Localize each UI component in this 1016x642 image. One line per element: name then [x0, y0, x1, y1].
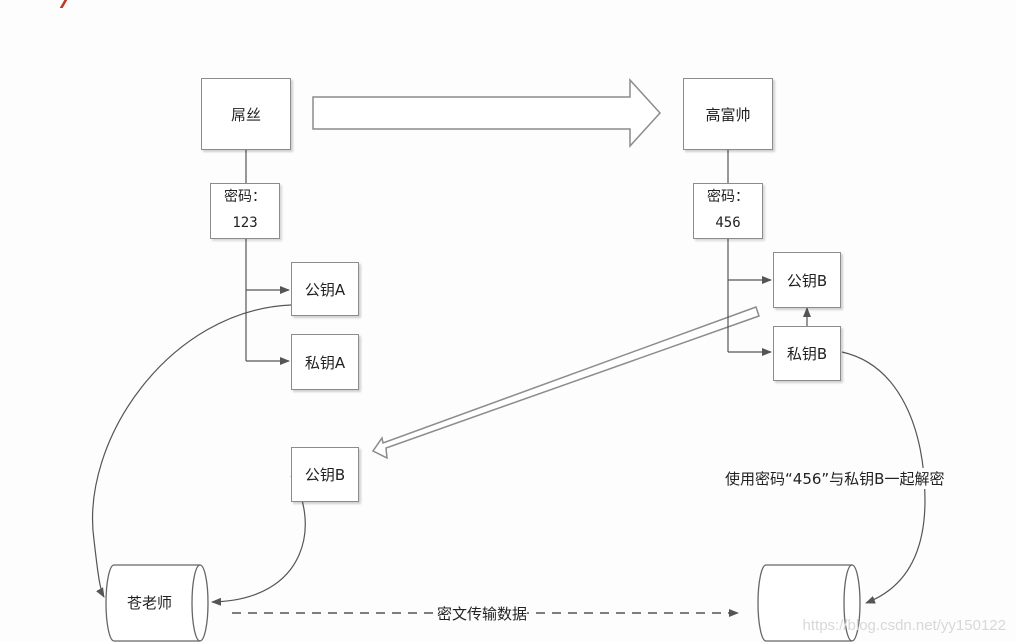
password-value-left: 123	[232, 215, 258, 231]
key-private-b-label: 私钥B	[786, 345, 828, 363]
node-gaofushuai: 高富帅	[683, 78, 773, 150]
key-private-a-label: 私钥A	[304, 353, 346, 372]
key-public-b-right: 公钥B	[773, 252, 841, 308]
transmit-annotation: 密文传输数据	[437, 603, 528, 624]
key-public-b-right-label: 公钥B	[786, 271, 828, 290]
watermark: https://blog.csdn.net/yy150122	[802, 617, 1006, 634]
password-label-left: 密码：	[224, 189, 266, 205]
key-public-a: 公钥A	[291, 262, 359, 316]
key-private-b: 私钥B	[773, 326, 841, 381]
password-box-left: 密码： 123	[210, 183, 280, 239]
cylinder-cang	[105, 564, 209, 642]
transfer-arrow-right	[312, 78, 662, 148]
password-label-right: 密码：	[707, 189, 749, 205]
key-public-a-label: 公钥A	[304, 280, 346, 299]
node-diaosi: 屌丝	[201, 78, 291, 150]
node-diaosi-label: 屌丝	[230, 105, 261, 124]
key-public-b-left-label: 公钥B	[304, 466, 346, 484]
password-value-right: 456	[715, 215, 741, 231]
cylinder-receiver	[757, 564, 861, 642]
key-public-b-left: 公钥B	[291, 447, 359, 502]
curve-private-b-to-cylinder	[841, 351, 926, 604]
transfer-arrow-diagonal	[371, 306, 760, 460]
decrypt-annotation: 使用密码“456”与私钥B一起解密	[725, 468, 945, 489]
password-box-right: 密码： 456	[693, 183, 763, 239]
key-private-a: 私钥A	[291, 334, 359, 390]
node-gaofushuai-label: 高富帅	[705, 105, 751, 124]
cylinder-cang-label: 苍老师	[127, 594, 173, 612]
curve-public-a-to-cang	[92, 304, 292, 598]
